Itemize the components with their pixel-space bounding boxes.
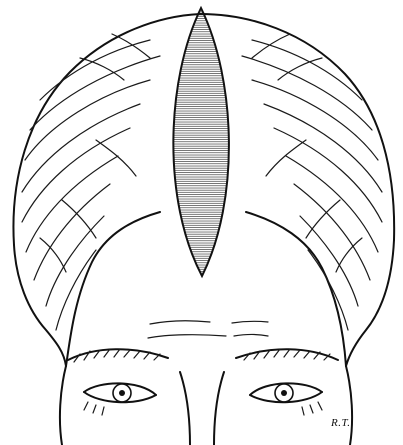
eye-left [84,383,156,415]
face-outline [60,366,352,445]
hair-strands-right [242,34,382,330]
artist-signature: R.T. [331,417,351,429]
forehead-lines [148,321,268,338]
incision-ellipse [173,8,229,276]
eye-right [250,383,322,415]
hair-strands-left [22,34,160,330]
eyebrow-right [236,349,338,360]
eyebrow-left [68,349,168,362]
nose-bridge [180,372,224,445]
